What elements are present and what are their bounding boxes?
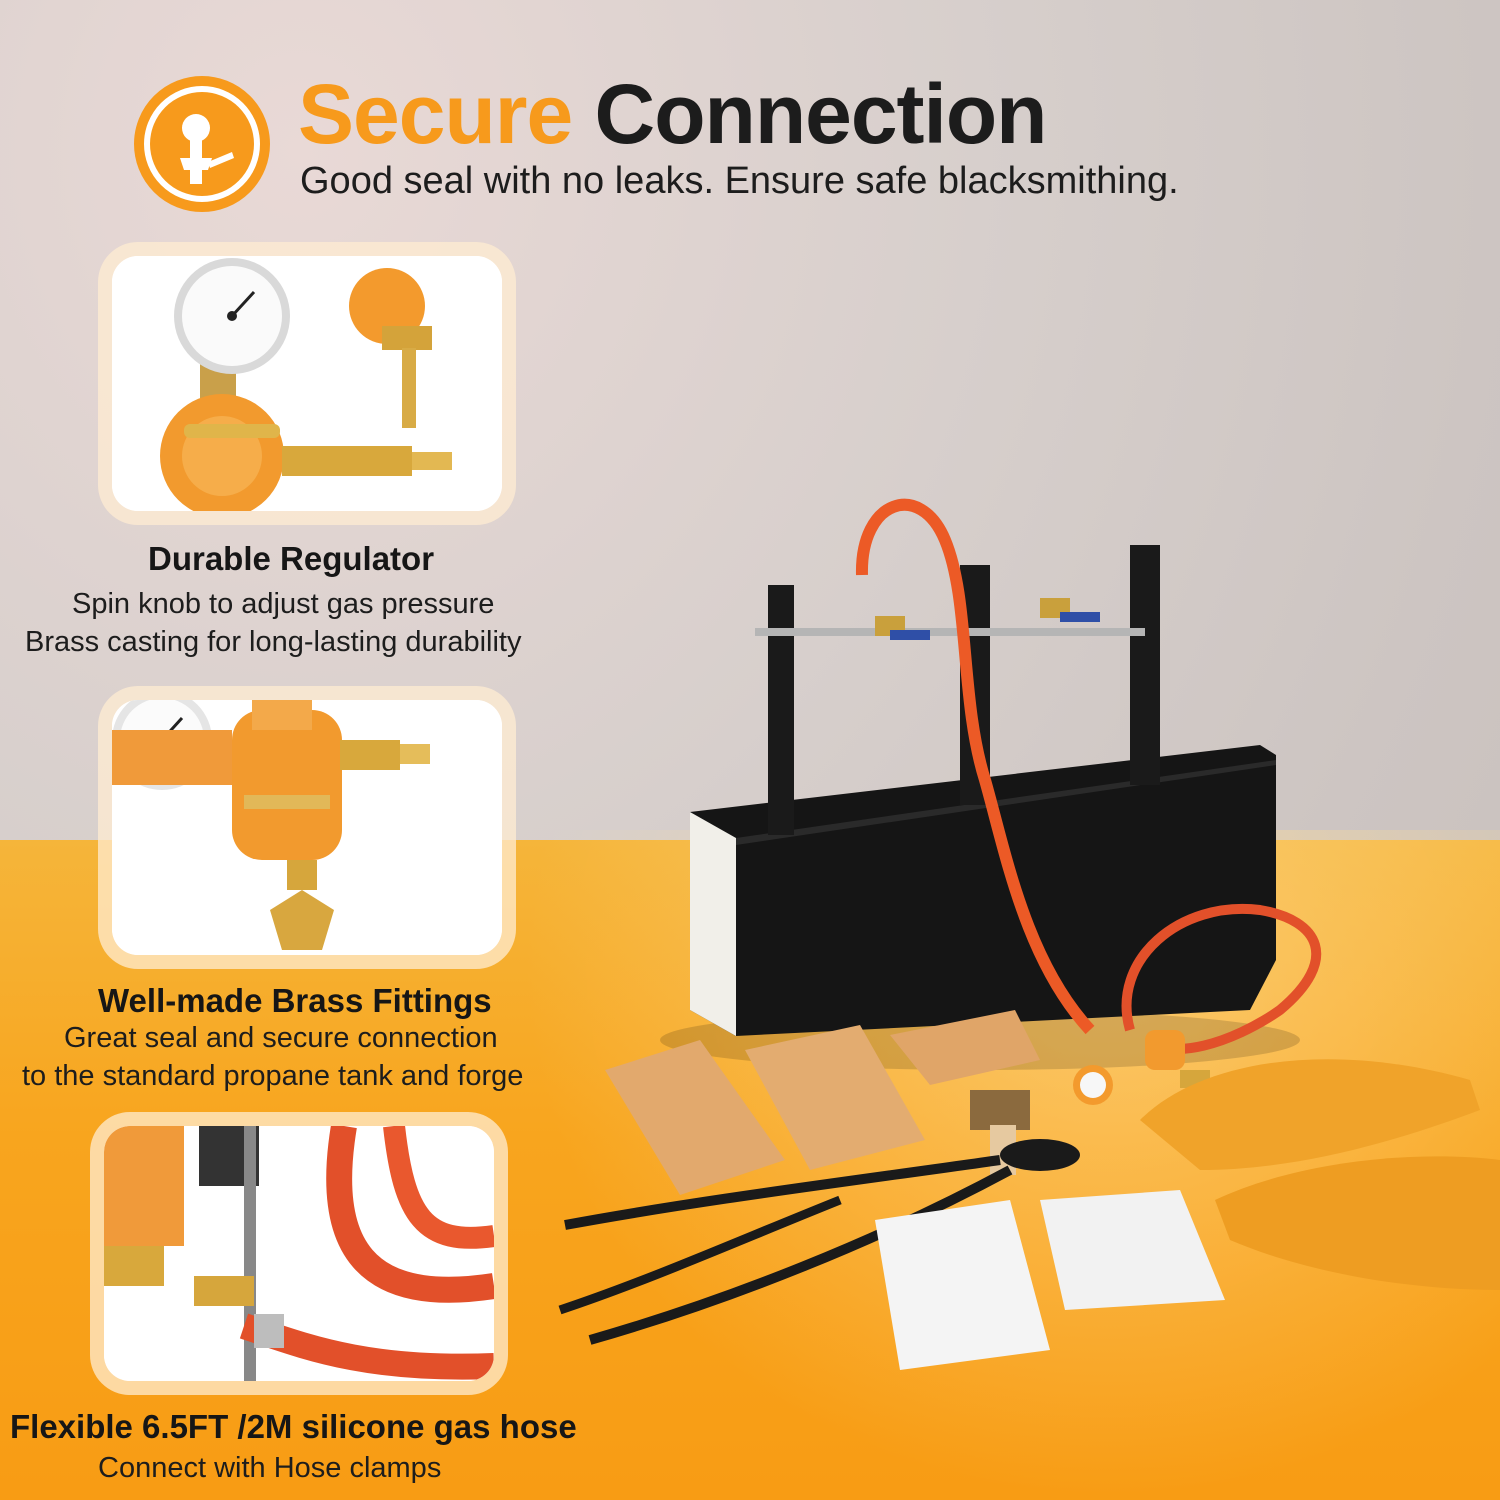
brass-fitting-illustration bbox=[112, 700, 502, 955]
feature-line-fittings-1: Great seal and secure connection bbox=[64, 1022, 498, 1054]
gas-hose-photo bbox=[104, 1126, 494, 1381]
gas-hose-illustration bbox=[104, 1126, 494, 1381]
title-rest: Connection bbox=[594, 67, 1048, 161]
feature-title-regulator: Durable Regulator bbox=[148, 540, 435, 577]
page-title: Secure Connection bbox=[298, 66, 1047, 163]
page-subtitle: Good seal with no leaks. Ensure safe bla… bbox=[300, 160, 1179, 202]
brass-fitting-photo bbox=[112, 700, 502, 955]
title-accent: Secure bbox=[298, 67, 573, 161]
feature-line-regulator-1: Spin knob to adjust gas pressure bbox=[72, 588, 495, 620]
feature-line-hose-1: Connect with Hose clamps bbox=[98, 1452, 442, 1484]
feature-line-regulator-2: Brass casting for long-lasting durabilit… bbox=[25, 626, 522, 658]
feature-title-hose: Flexible 6.5FT /2M silicone gas hose bbox=[10, 1408, 577, 1445]
regulator-gauge-photo bbox=[112, 256, 502, 511]
feature-title-fittings: Well-made Brass Fittings bbox=[98, 982, 492, 1019]
feature-line-fittings-2: to the standard propane tank and forge bbox=[22, 1060, 524, 1092]
regulator-illustration bbox=[112, 256, 502, 511]
pipe-connector-icon bbox=[150, 92, 254, 196]
floor-glow bbox=[520, 830, 1500, 1500]
pipe-connector-icon-svg bbox=[180, 114, 234, 184]
